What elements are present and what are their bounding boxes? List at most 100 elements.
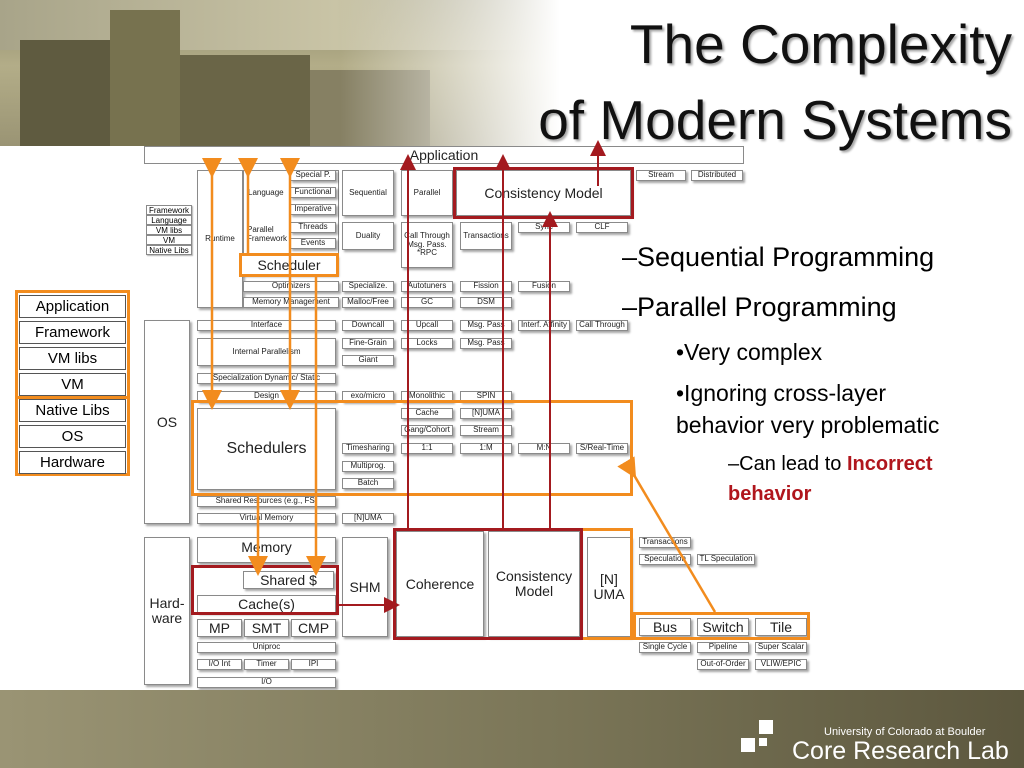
bullet-incorrect-line1: –Can lead to Incorrect xyxy=(728,453,933,476)
stack-item: VM xyxy=(19,373,126,396)
bullet-parallel: –Parallel Programming xyxy=(622,292,897,322)
io-int-box: I/O Int xyxy=(197,659,242,670)
one-m-box: 1:M xyxy=(460,443,512,454)
timesharing-box: Timesharing xyxy=(342,443,394,454)
bullet-incorrect-prefix: –Can lead to xyxy=(728,453,847,475)
stream-box: Stream xyxy=(636,170,686,181)
interf-affinity-box: Interf. Affinity xyxy=(518,320,570,331)
cache-box: Cache xyxy=(401,408,453,419)
footer-band xyxy=(0,690,1024,768)
mp-box: MP xyxy=(197,619,242,637)
shared-resources-box: Shared Resources (e.g., FS) xyxy=(197,496,336,507)
virtual-memory-box: Virtual Memory xyxy=(197,513,336,524)
fusion-box: Fusion xyxy=(518,281,570,292)
bullet-sequential: –Sequential Programming xyxy=(622,242,935,272)
lab-logo xyxy=(741,720,777,756)
call-through-box: Call Through xyxy=(576,320,628,331)
cache-highlight xyxy=(191,565,339,615)
pipeline-box: Pipeline xyxy=(697,642,749,653)
bus-box: Bus xyxy=(639,618,691,636)
numa-hw-highlight xyxy=(580,528,633,640)
threads-box: Threads xyxy=(290,222,336,233)
imperative-box: Imperative xyxy=(290,204,336,215)
software-stack: Application Framework VM libs VM Native … xyxy=(15,290,130,476)
ipi-box: IPI xyxy=(291,659,336,670)
shm-box: SHM xyxy=(342,537,388,637)
fine-grain-box: Fine-Grain xyxy=(342,338,394,349)
switch-box: Switch xyxy=(697,618,749,636)
consistency-top-highlight xyxy=(453,167,634,219)
bullet-very-complex: •Very complex xyxy=(676,339,823,365)
fission-box: Fission xyxy=(460,281,512,292)
bullet-incorrect-red: Incorrect xyxy=(846,453,933,475)
speculation-box: Speculation xyxy=(639,554,691,565)
duality-box: Duality xyxy=(342,222,394,250)
stack-lower-outline xyxy=(15,396,130,476)
io-box: I/O xyxy=(197,677,336,688)
memory-box: Memory xyxy=(197,537,336,563)
footer-university: University of Colorado at Boulder xyxy=(824,726,986,738)
numa-box: [N]UMA xyxy=(460,408,512,419)
stack-item: VM libs xyxy=(19,347,126,370)
stack-item: OS xyxy=(19,425,126,448)
stream-2-box: Stream xyxy=(460,425,512,436)
framework-list-item: VM xyxy=(146,235,192,245)
msg-pass-box: Msg. Pass xyxy=(460,320,512,331)
optimizers-box: Optimizers xyxy=(243,281,339,292)
slide-title-line-1: The Complexity xyxy=(629,13,1012,75)
scheduler-highlight xyxy=(239,253,339,277)
giant-box: Giant xyxy=(342,355,394,366)
hw-transactions-box: Transactions xyxy=(639,537,691,548)
timer-box: Timer xyxy=(244,659,289,670)
locks-box: Locks xyxy=(401,338,453,349)
schedulers-box: Schedulers xyxy=(197,408,336,490)
dsm-box: DSM xyxy=(460,297,512,308)
memory-management-box: Memory Management xyxy=(243,297,339,308)
coherence-box: Coherence xyxy=(396,531,484,637)
language-label: Language xyxy=(248,188,284,197)
runtime-box: Runtime xyxy=(197,170,243,308)
upcall-box: Upcall xyxy=(401,320,453,331)
tile-box: Tile xyxy=(755,618,807,636)
os-layer: OS xyxy=(144,320,190,524)
distributed-box: Distributed xyxy=(691,170,743,181)
autotuners-box: Autotuners xyxy=(401,281,453,292)
super-scalar-box: Super Scalar xyxy=(755,642,807,653)
interface-box: Interface xyxy=(197,320,336,331)
coherence-highlight xyxy=(393,528,583,640)
application-layer: Application xyxy=(144,146,744,164)
sequential-box: Sequential xyxy=(342,170,394,216)
framework-list-item: Framework xyxy=(146,205,192,215)
gc-box: GC xyxy=(401,297,453,308)
vliw-epic-box: VLIW/EPIC xyxy=(755,659,807,670)
header-photo xyxy=(0,0,560,146)
schedulers-highlight xyxy=(191,400,633,496)
m-n-box: M:N xyxy=(518,443,570,454)
downcall-box: Downcall xyxy=(342,320,394,331)
stack-item: Application xyxy=(19,295,126,318)
bullet-incorrect-line2: behavior xyxy=(728,483,812,505)
multiprog-box: Multiprog. xyxy=(342,461,394,472)
smt-box: SMT xyxy=(244,619,289,637)
uniproc-box: Uniproc xyxy=(197,642,336,653)
stack-item: Native Libs xyxy=(19,399,126,422)
hardware-layer: Hard- ware xyxy=(144,537,190,685)
tl-speculation-box: TL Speculation xyxy=(697,554,755,565)
framework-list-item: VM libs xyxy=(146,225,192,235)
specialization-box: Specialization Dynamic/ Static xyxy=(197,373,336,384)
gang-cohort-box: Gang/Cohort xyxy=(401,425,453,436)
consistency-model-top: Consistency Model xyxy=(456,170,631,216)
consistency-model-hw-box: Consistency Model xyxy=(488,531,580,637)
functional-box: Functional xyxy=(290,187,336,198)
parallel-framework-label: Parallel Framework xyxy=(247,225,288,243)
stack-item: Hardware xyxy=(19,451,126,474)
parallel-box: Parallel xyxy=(401,170,453,216)
cmp-box: CMP xyxy=(291,619,336,637)
single-cycle-box: Single Cycle xyxy=(639,642,691,653)
malloc-free-box: Malloc/Free xyxy=(342,297,394,308)
clf-box: CLF xyxy=(576,222,628,233)
special-p-box: Special P. xyxy=(290,170,336,181)
bullet-ignoring-line2: behavior very problematic xyxy=(676,412,940,438)
framework-list-item: Native Libs xyxy=(146,245,192,255)
